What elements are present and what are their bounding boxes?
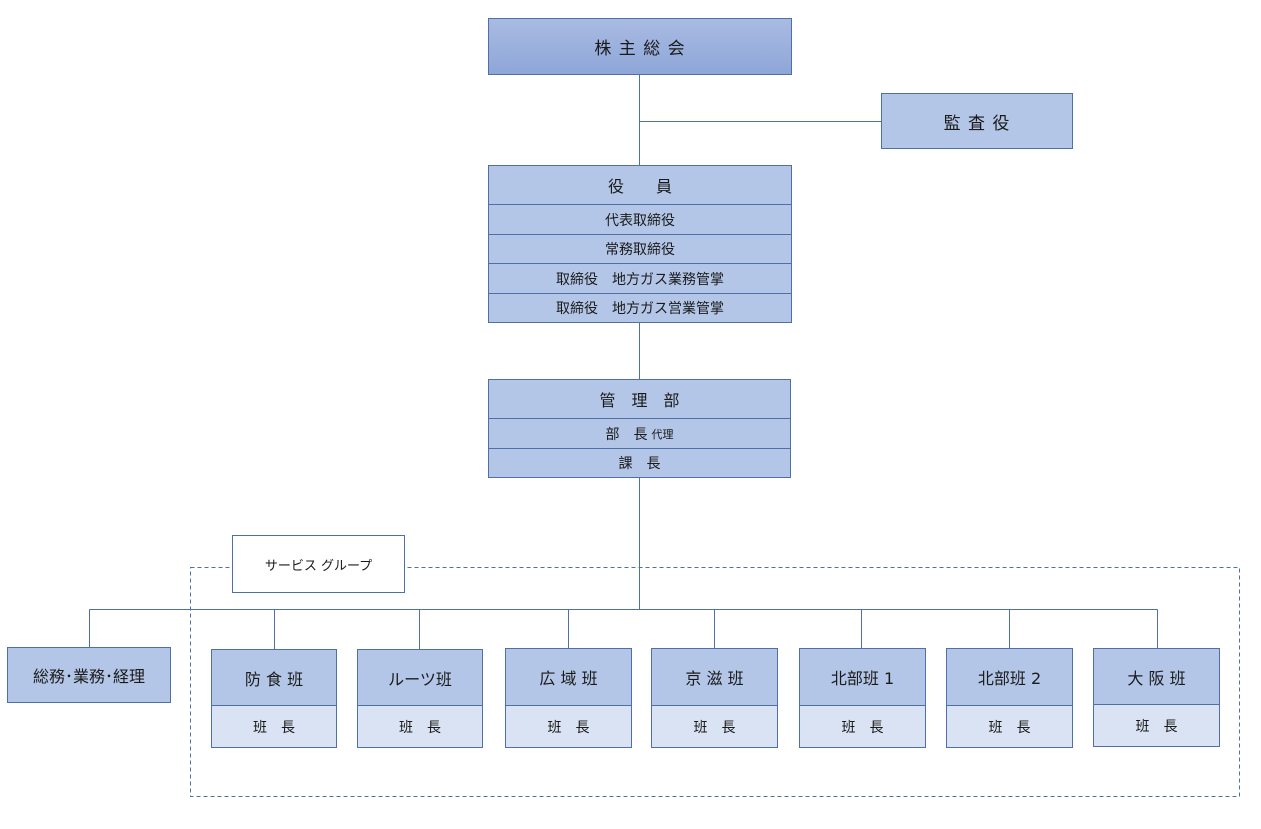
team-role: 班 長 (358, 705, 482, 747)
management-deputy-row: 部 長代理 (489, 418, 790, 448)
officer-row: 取締役 地方ガス営業管掌 (489, 293, 791, 322)
shareholders-label: 株 主 総 会 (594, 39, 686, 59)
officer-row: 代表取締役 (489, 204, 791, 234)
deputy-suffix: 代理 (651, 427, 674, 441)
team-box: 広 域 班 班 長 (505, 648, 632, 748)
team-role: 班 長 (652, 705, 777, 747)
team-name: 大 阪 班 (1094, 649, 1219, 704)
general-affairs-box: 総務･業務･経理 (7, 647, 171, 703)
team-box: ルーツ班 班 長 (357, 649, 483, 748)
service-group-label: サービス グループ (232, 535, 405, 593)
officers-title: 役 員 (607, 177, 672, 196)
general-affairs-label: 総務･業務･経理 (32, 667, 145, 686)
team-role: 班 長 (800, 705, 925, 747)
team-name: 防 食 班 (212, 650, 336, 705)
team-role: 班 長 (212, 705, 336, 747)
team-box: 北部班 1 班 長 (799, 648, 926, 748)
deputy-label: 部 長 (605, 426, 648, 443)
team-name: 北部班 1 (800, 649, 925, 705)
team-role: 班 長 (947, 705, 1072, 747)
team-role: 班 長 (506, 705, 631, 747)
auditor-box: 監 査 役 (881, 93, 1073, 149)
officer-row: 取締役 地方ガス業務管掌 (489, 263, 791, 293)
officers-box: 役 員 代表取締役 常務取締役 取締役 地方ガス業務管掌 取締役 地方ガス営業管… (488, 165, 792, 323)
management-title: 管 理 部 (599, 391, 680, 410)
service-group-boundary (190, 567, 1240, 797)
section-chief-row: 課 長 (489, 448, 790, 477)
team-role: 班 長 (1094, 704, 1219, 746)
officer-row: 常務取締役 (489, 234, 791, 263)
team-name: ルーツ班 (358, 650, 482, 705)
team-box: 北部班 2 班 長 (946, 648, 1073, 748)
management-box: 管 理 部 部 長代理 課 長 (488, 379, 791, 478)
team-box: 京 滋 班 班 長 (651, 648, 778, 748)
team-box: 防 食 班 班 長 (211, 649, 337, 748)
team-name: 広 域 班 (506, 649, 631, 705)
team-name: 北部班 2 (947, 649, 1072, 705)
shareholders-box: 株 主 総 会 (488, 18, 792, 75)
team-name: 京 滋 班 (652, 649, 777, 705)
auditor-label: 監 査 役 (943, 113, 1011, 134)
team-box: 大 阪 班 班 長 (1093, 648, 1220, 747)
